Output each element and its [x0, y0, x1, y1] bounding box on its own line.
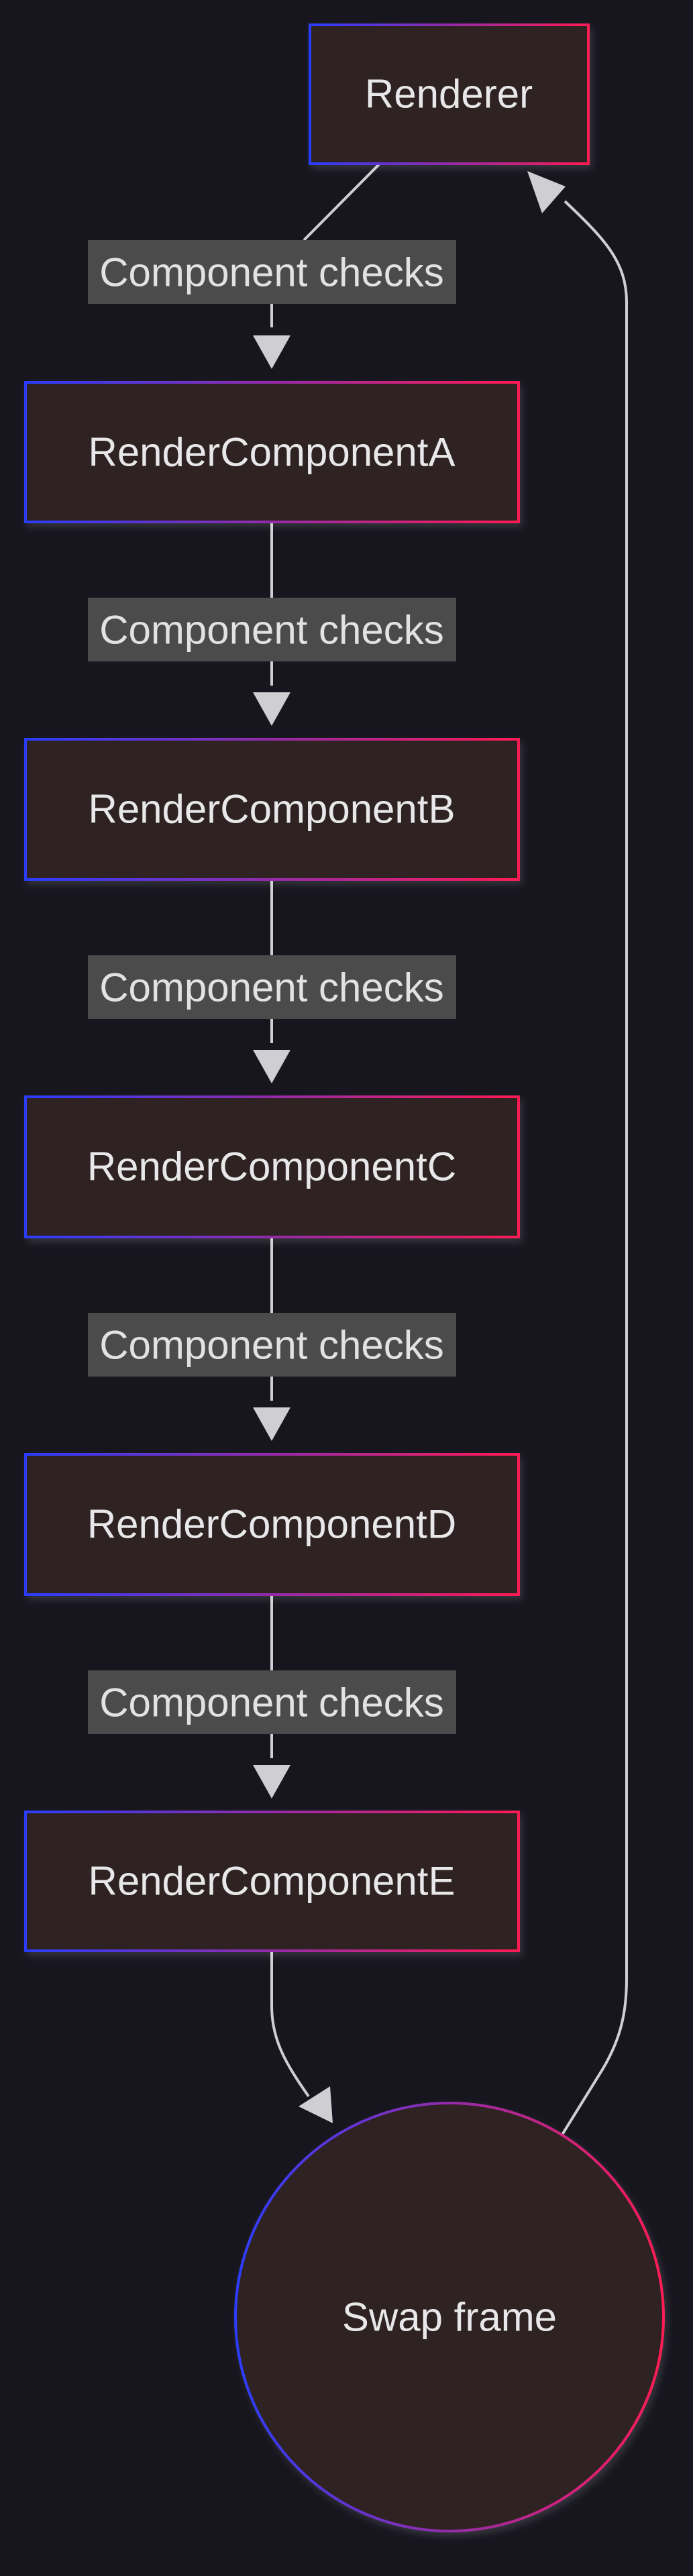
node-label-swap-frame: Swap frame — [342, 2295, 557, 2340]
edge-renderer-to-a: Component checks — [88, 162, 456, 369]
node-label-render-component-c: RenderComponentC — [87, 1144, 456, 1189]
edge-swap-frame-to-renderer — [527, 171, 628, 2136]
edge-label-background — [88, 240, 456, 304]
node-label-render-component-a: RenderComponentA — [88, 430, 455, 475]
edge-label-background — [88, 1313, 456, 1377]
node-box — [24, 738, 520, 881]
edge-a-to-b: Component checks — [88, 522, 456, 726]
node-render-component-a[interactable]: RenderComponentA — [24, 381, 520, 523]
node-box — [24, 1453, 520, 1596]
node-label-render-component-e: RenderComponentE — [88, 1859, 455, 1904]
node-label-render-component-d: RenderComponentD — [87, 1502, 456, 1547]
node-label-renderer: Renderer — [365, 72, 533, 117]
node-box — [309, 23, 590, 165]
node-renderer[interactable]: Renderer — [309, 23, 590, 165]
edge-label-background — [88, 598, 456, 661]
arrow-head — [299, 2086, 333, 2123]
node-render-component-b[interactable]: RenderComponentB — [24, 738, 520, 881]
edge-line — [561, 200, 628, 2136]
edge-c-to-d: Component checks — [88, 1237, 456, 1441]
edge-e-to-swap-frame — [270, 1951, 333, 2123]
edge-label-background — [88, 955, 456, 1019]
edge-line — [303, 162, 381, 241]
node-render-component-e[interactable]: RenderComponentE — [24, 1811, 520, 1952]
node-box — [24, 1811, 520, 1952]
edge-d-to-e: Component checks — [88, 1595, 456, 1799]
node-box — [24, 381, 520, 523]
edge-label-b-to-c: Component checks — [99, 965, 444, 1010]
arrow-head — [527, 171, 566, 213]
node-box — [24, 1095, 520, 1238]
edge-label-c-to-d: Component checks — [99, 1323, 444, 1368]
node-render-component-d[interactable]: RenderComponentD — [24, 1453, 520, 1596]
node-swap-frame[interactable]: Swap frame — [234, 2102, 665, 2532]
edge-label-d-to-e: Component checks — [99, 1680, 444, 1725]
arrow-head — [253, 335, 290, 369]
edge-label-background — [88, 1670, 456, 1734]
edge-label-a-to-b: Component checks — [99, 608, 444, 653]
node-render-component-c[interactable]: RenderComponentC — [24, 1095, 520, 1238]
node-circle — [234, 2102, 665, 2532]
arrow-head — [253, 1765, 290, 1799]
arrow-head — [253, 692, 290, 726]
arrow-head — [253, 1407, 290, 1441]
arrow-head — [253, 1050, 290, 1083]
node-label-render-component-b: RenderComponentB — [88, 787, 455, 832]
edge-b-to-c: Component checks — [88, 879, 456, 1083]
edge-label-renderer-to-a: Component checks — [99, 250, 444, 295]
edge-line — [270, 1951, 310, 2098]
